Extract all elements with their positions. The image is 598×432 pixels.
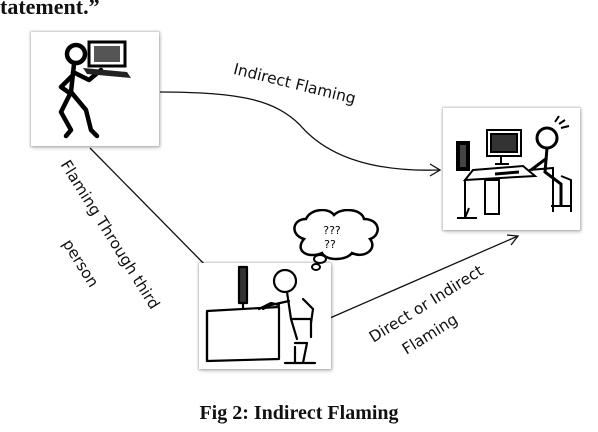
person-with-laptop-icon: [58, 40, 131, 139]
figure-caption: Fig 2: Indirect Flaming: [199, 402, 399, 424]
arrow-indirect-flaming: [159, 91, 441, 171]
arrow-through-third-person: [89, 147, 214, 274]
confused-person-at-desk-icon: [205, 265, 317, 365]
thought-cloud-icon: ??? ??: [293, 208, 379, 271]
thought-line-1: ???: [323, 224, 341, 237]
thought-bubble: ??? ??: [286, 208, 384, 273]
third-person-panel: [199, 263, 331, 369]
top-text-fragment: tatement.”: [0, 0, 100, 19]
angry-person-at-computer-icon: [456, 115, 572, 219]
target-panel: [443, 108, 580, 230]
arrow-direct-or-indirect: [329, 235, 519, 319]
thought-line-2: ??: [324, 238, 336, 251]
sender-panel: [31, 32, 159, 146]
arrow-direct-head: [506, 234, 520, 246]
arrow-indirect-head: [429, 163, 442, 177]
